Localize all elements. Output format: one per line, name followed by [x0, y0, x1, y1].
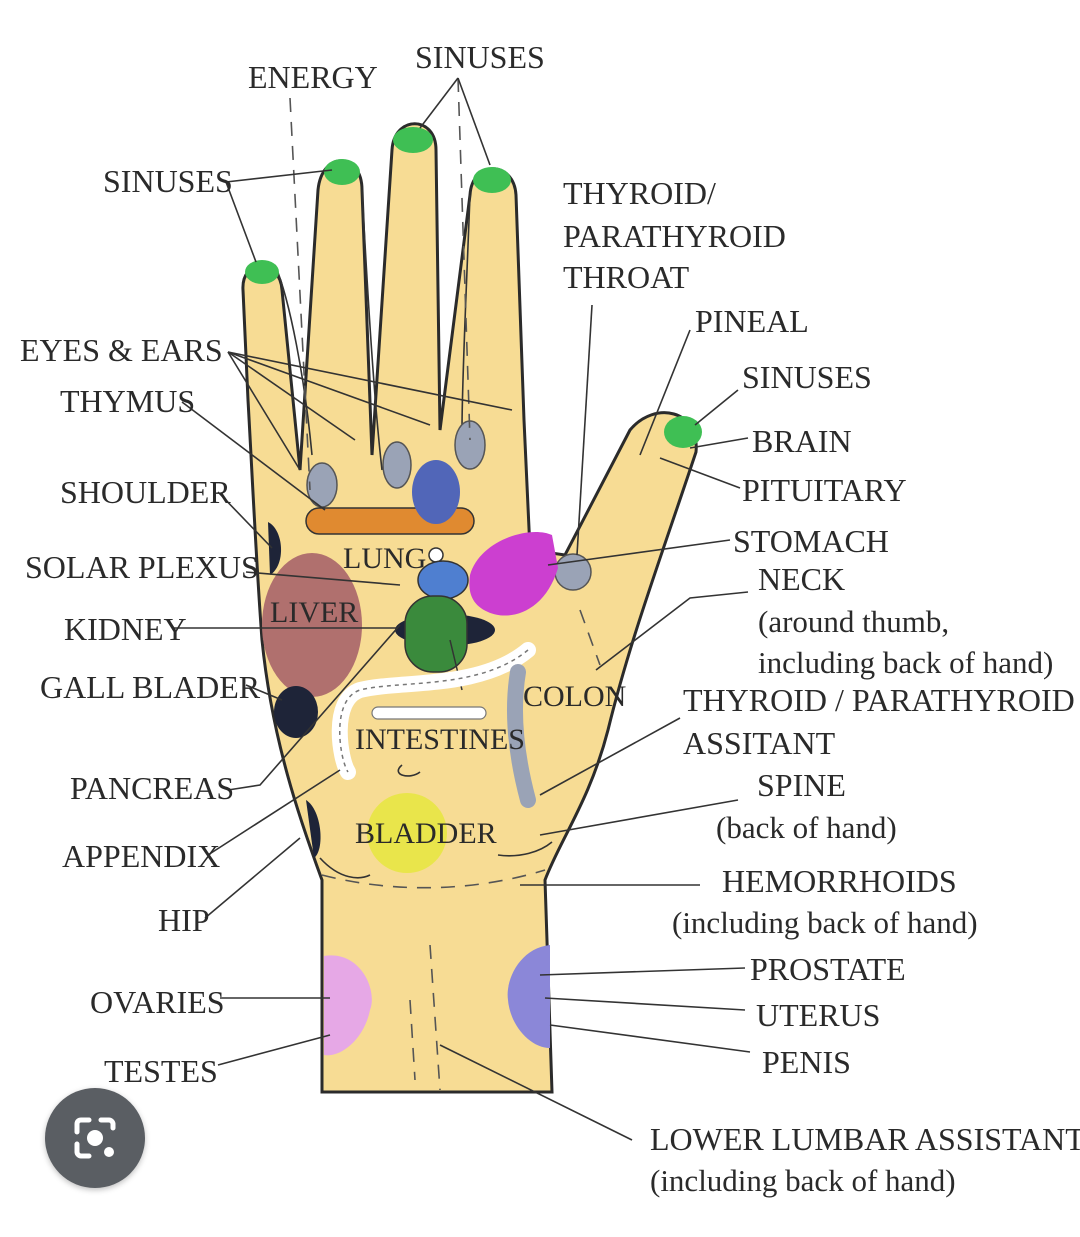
organ-zones	[262, 420, 592, 1056]
label-lower-lumbar-note: (including back of hand)	[650, 1163, 956, 1198]
label-intestines: INTESTINES	[355, 723, 525, 756]
fingertip-little	[245, 260, 279, 284]
hand-outline	[241, 122, 698, 1094]
eye-ear-spot-3	[454, 420, 486, 470]
hip-zone	[306, 800, 321, 858]
image-search-button[interactable]	[45, 1088, 145, 1188]
ovaries-zone	[324, 955, 372, 1056]
bladder-zone	[367, 793, 447, 873]
label-uterus: UTERUS	[756, 997, 880, 1033]
label-penis: PENIS	[762, 1044, 851, 1080]
camera-search-icon	[74, 1117, 116, 1159]
label-pancreas: PANCREAS	[70, 770, 234, 806]
fingertip-ring	[324, 159, 360, 185]
label-brain: BRAIN	[752, 423, 852, 459]
label-thyroid-3: THROAT	[563, 259, 690, 295]
intestines-outline	[339, 649, 529, 773]
fingertip-index	[473, 167, 511, 193]
finger-gap-3	[461, 194, 471, 431]
label-hemorrhoids-note: (including back of hand)	[672, 905, 978, 940]
label-thyroid-assist-2: ASSITANT	[683, 725, 836, 761]
label-spine-note: (back of hand)	[716, 810, 897, 845]
label-neck: NECK	[758, 561, 845, 597]
lumbar-dash-1	[429, 944, 441, 1091]
wrist-curve	[319, 857, 371, 879]
label-prostate: PROSTATE	[750, 951, 906, 987]
stomach-zone	[469, 531, 558, 616]
label-lung: LUNG	[343, 542, 426, 575]
liver-zone	[262, 553, 362, 697]
label-neck-note-2: including back of hand)	[758, 645, 1053, 680]
finger-gap-1	[274, 264, 313, 456]
lumbar-dash-2	[409, 999, 416, 1081]
label-thymus: THYMUS	[60, 383, 195, 419]
label-colon: COLON	[523, 680, 626, 713]
lung-zone	[412, 460, 460, 524]
palm-crease	[397, 764, 421, 777]
label-energy: ENERGY	[248, 59, 378, 95]
label-appendix: APPENDIX	[62, 838, 220, 874]
label-testes: TESTES	[104, 1053, 218, 1089]
label-thyroid-assist-1: THYROID / PARATHYROID	[683, 682, 1075, 718]
label-neck-note-1: (around thumb,	[758, 604, 949, 639]
wrist-crease	[321, 869, 546, 889]
label-gall-bladder: GALL BLADER	[40, 669, 261, 705]
fingertips	[245, 127, 702, 448]
wrist-curve-right	[497, 841, 553, 857]
label-hemorrhoids: HEMORRHOIDS	[722, 863, 957, 899]
label-sinuses-right: SINUSES	[742, 359, 872, 395]
hand-illustration	[241, 122, 698, 1094]
eye-ear-spot-2	[382, 441, 412, 489]
intestines-band	[371, 706, 487, 720]
label-thyroid-1: THYROID/	[563, 175, 716, 211]
uterus-zone	[507, 945, 550, 1048]
labels: ENERGY SINUSES SINUSES THYROID/ PARATHYR…	[20, 39, 1080, 1198]
label-liver: LIVER	[270, 596, 358, 629]
label-hip: HIP	[158, 902, 210, 938]
fingertip-thumb	[664, 416, 702, 448]
leader-lines	[172, 77, 751, 1141]
label-solar-plexus: SOLAR PLEXUS	[25, 549, 259, 585]
label-kidney: KIDNEY	[64, 611, 187, 647]
solar-plexus-dot	[428, 547, 444, 563]
kidney-zone	[404, 595, 468, 673]
colon-zone	[507, 664, 536, 808]
label-ovaries: OVARIES	[90, 984, 225, 1020]
thumb-web	[579, 609, 601, 666]
label-spine: SPINE	[757, 767, 846, 803]
label-pineal: PINEAL	[695, 303, 809, 339]
label-sinuses-left: SINUSES	[103, 163, 233, 199]
label-bladder: BLADDER	[355, 817, 497, 850]
fingertip-middle	[393, 127, 433, 153]
label-pituitary: PITUITARY	[742, 472, 907, 508]
label-sinuses-top: SINUSES	[415, 39, 545, 75]
label-stomach: STOMACH	[733, 523, 889, 559]
shoulder-zone	[268, 522, 282, 575]
gall-bladder-zone	[274, 686, 318, 738]
finger-gap-2	[361, 189, 383, 471]
label-shoulder: SHOULDER	[60, 474, 231, 510]
label-thyroid-2: PARATHYROID	[563, 218, 786, 254]
label-lower-lumbar: LOWER LUMBAR ASSISTANT	[650, 1121, 1080, 1157]
label-eyes-ears: EYES & EARS	[20, 332, 223, 368]
